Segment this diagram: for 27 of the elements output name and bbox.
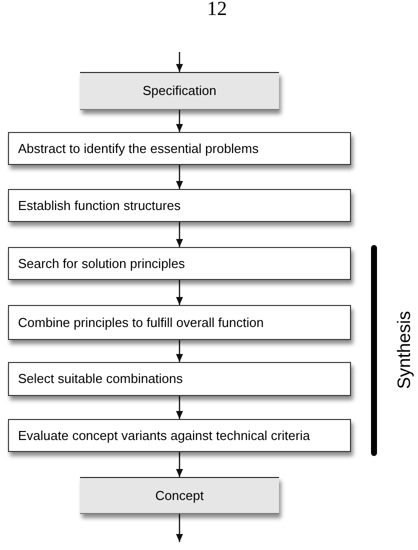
arrow: [176, 452, 183, 477]
step-label: Select suitable combinations: [18, 371, 183, 387]
arrow: [176, 52, 183, 72]
process-box: [8, 132, 351, 165]
process-box: [8, 419, 351, 452]
process-box: [8, 305, 351, 340]
process-box: [8, 247, 351, 280]
step-label: Evaluate concept variants against technical criteria: [18, 428, 310, 444]
arrow: [176, 396, 183, 419]
step-label: Specification: [142, 83, 216, 99]
step-label: Abstract to identify the essential problems: [18, 140, 259, 156]
terminal-box: [80, 72, 279, 110]
arrow: [176, 514, 183, 542]
page-number: 12: [206, 0, 228, 20]
step-label: Establish function structures: [18, 198, 181, 214]
step-label: Combine principles to fulfill overall function: [18, 314, 264, 330]
process-box: [8, 189, 351, 222]
process-box: [8, 362, 351, 396]
arrow: [176, 340, 183, 362]
arrow: [176, 222, 183, 247]
arrow: [176, 110, 183, 132]
arrow: [176, 165, 183, 189]
arrow: [176, 280, 183, 305]
terminal-box: [80, 477, 279, 514]
step-label: Concept: [155, 488, 204, 504]
group-label: Synthesis: [394, 310, 414, 390]
step-label: Search for solution principles: [18, 256, 185, 272]
